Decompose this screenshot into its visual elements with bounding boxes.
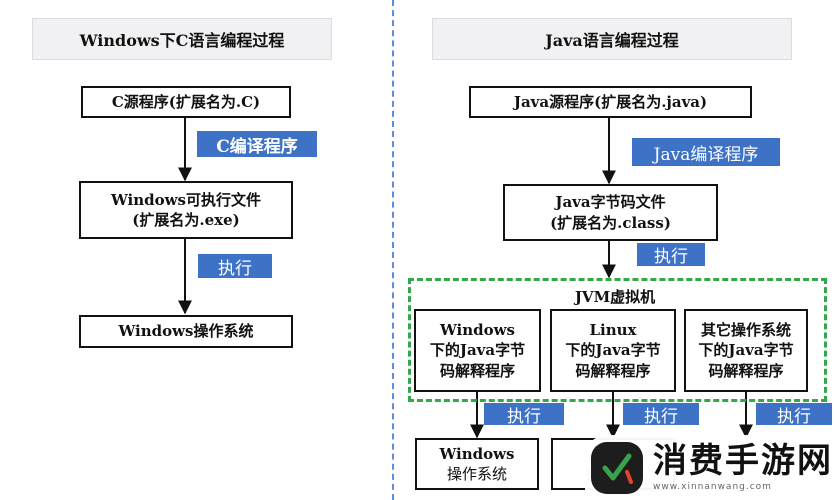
watermark-text: 消费手游网 www.xinnanwang.com (653, 444, 833, 492)
right-header-text: Java语言编程过程 (545, 31, 679, 50)
watermark-name: 消费手游网 (653, 440, 833, 481)
jvm-title: JVM虚拟机 (540, 286, 690, 306)
watermark-url: www.xinnanwang.com (653, 481, 772, 492)
bytecode-file-text: Java字节码文件 (扩展名为.class) (550, 192, 671, 233)
center-divider (392, 0, 394, 500)
java-run-label-text: 执行 (654, 247, 688, 267)
bytecode-file-box: Java字节码文件 (扩展名为.class) (503, 184, 718, 241)
c-run-label: 执行 (198, 254, 272, 279)
interpreter-other-text: 其它操作系统 下的Java字节 码解释程序 (698, 320, 793, 381)
bytecode-file-line1: Java字节码文件 (555, 193, 666, 212)
interpreter-linux-line1: Linux (589, 321, 637, 340)
windows-os-box: Windows操作系统 (79, 315, 293, 348)
java-compile-label: Java编译程序 (632, 138, 780, 166)
site-watermark: 消费手游网 www.xinnanwang.com (585, 435, 835, 500)
interpreter-windows-line2: 下的Java字节 (429, 341, 526, 360)
interpreter-linux-line3: 码解释程序 (575, 361, 651, 380)
left-header: Windows下C语言编程过程 (32, 18, 332, 60)
exec-label-linux: 执行 (623, 403, 699, 427)
jvm-title-text: JVM虚拟机 (574, 288, 656, 306)
bottom-windows-os-text: Windows 操作系统 (439, 444, 514, 485)
exe-file-line1: Windows可执行文件 (110, 190, 262, 209)
java-compile-label-text: Java编译程序 (653, 144, 759, 165)
exe-file-text: Windows可执行文件 (扩展名为.exe) (111, 190, 261, 231)
bytecode-file-line2: (扩展名为.class) (550, 213, 671, 232)
bottom-windows-os-line1: Windows (439, 444, 515, 463)
exe-file-box: Windows可执行文件 (扩展名为.exe) (79, 181, 293, 239)
exec-label-other: 执行 (756, 403, 832, 427)
bottom-windows-os-box: Windows 操作系统 (415, 438, 539, 490)
c-source-box: C源程序(扩展名为.C) (81, 86, 291, 118)
c-run-label-text: 执行 (218, 258, 252, 279)
interpreter-other-line2: 下的Java字节 (698, 341, 794, 360)
interpreter-windows-box: Windows 下的Java字节 码解释程序 (414, 309, 541, 392)
jvm-frame (408, 278, 827, 402)
interpreter-windows-line3: 码解释程序 (439, 361, 515, 380)
exec-label-windows-text: 执行 (507, 406, 541, 427)
interpreter-linux-box: Linux 下的Java字节 码解释程序 (550, 309, 676, 392)
left-header-text: Windows下C语言编程过程 (79, 31, 285, 50)
java-source-text: Java源程序(扩展名为.java) (513, 92, 708, 111)
java-run-label: 执行 (637, 243, 705, 267)
c-compile-label: C编译程序 (197, 131, 317, 157)
bottom-windows-os-line2: 操作系统 (446, 465, 507, 483)
interpreter-other-box: 其它操作系统 下的Java字节 码解释程序 (684, 309, 808, 392)
windows-os-text: Windows操作系统 (118, 322, 254, 341)
interpreter-other-line3: 码解释程序 (708, 361, 784, 380)
exec-label-linux-text: 执行 (644, 406, 678, 427)
interpreter-linux-text: Linux 下的Java字节 码解释程序 (565, 320, 660, 381)
interpreter-windows-text: Windows 下的Java字节 码解释程序 (430, 320, 525, 381)
interpreter-linux-line2: 下的Java字节 (565, 341, 661, 360)
right-header: Java语言编程过程 (432, 18, 792, 60)
java-source-box: Java源程序(扩展名为.java) (469, 86, 752, 118)
watermark-logo-icon (591, 441, 643, 494)
exec-label-windows: 执行 (484, 403, 564, 427)
exec-label-other-text: 执行 (777, 406, 811, 427)
c-compile-label-text: C编译程序 (216, 136, 298, 157)
c-source-text: C源程序(扩展名为.C) (111, 92, 261, 111)
interpreter-windows-line1: Windows (439, 321, 516, 340)
exe-file-line2: (扩展名为.exe) (132, 211, 240, 229)
interpreter-other-line1: 其它操作系统 (700, 321, 791, 340)
